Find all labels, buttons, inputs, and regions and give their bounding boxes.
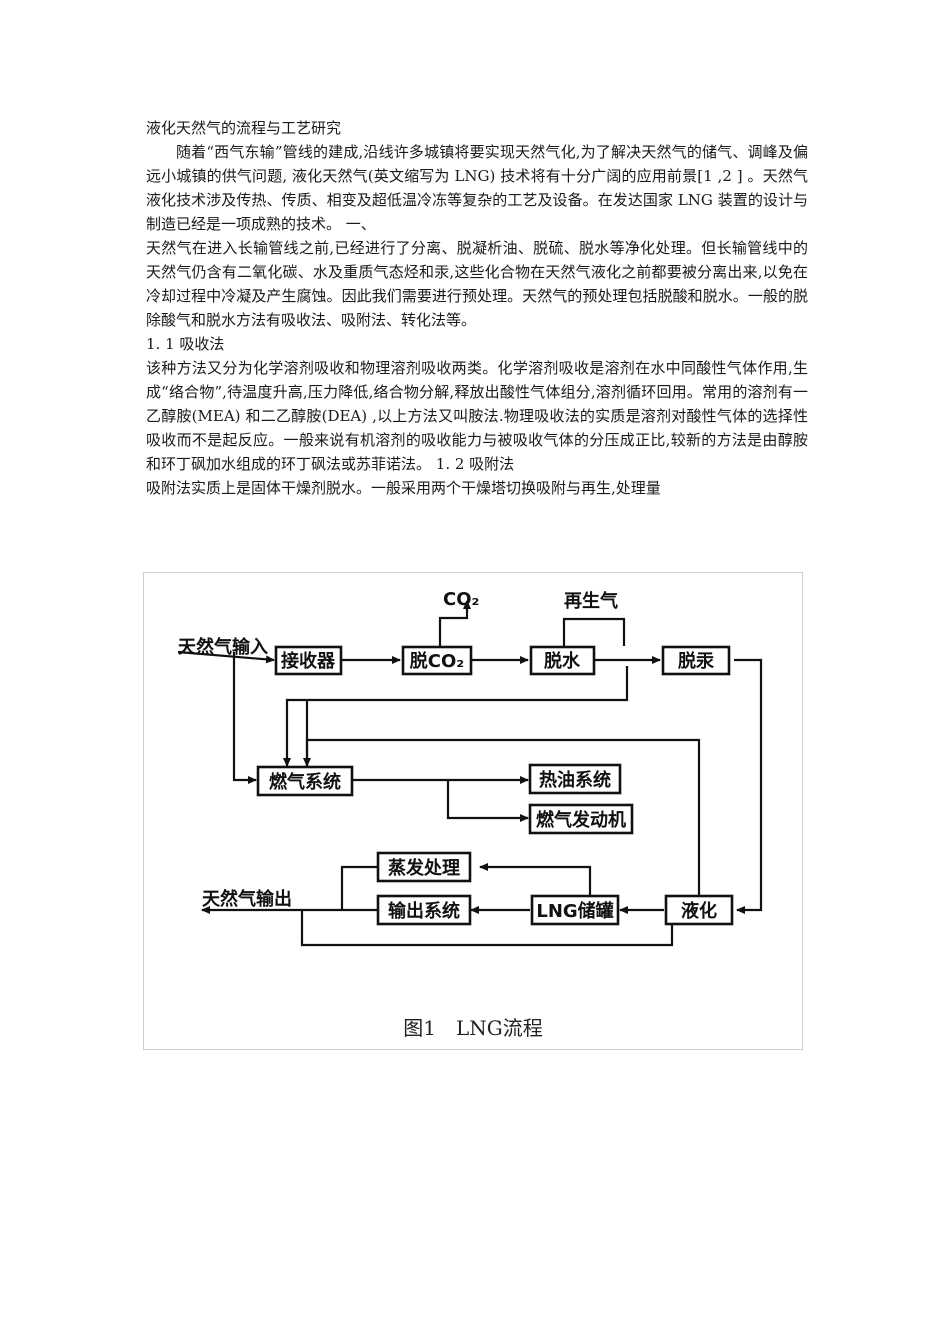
svg-text:接收器: 接收器 bbox=[281, 650, 336, 672]
label-gas-input: 天然气输入 bbox=[178, 636, 268, 658]
process-lng-storage: LNG储罐 bbox=[530, 894, 620, 926]
svg-text:液化: 液化 bbox=[681, 900, 717, 922]
paragraph-adsorption: 吸附法实质上是固体干燥剂脱水。一般采用两个干燥塔切换吸附与再生,处理量 bbox=[146, 479, 661, 497]
document-title: 液化天然气的流程与工艺研究 bbox=[146, 119, 342, 137]
flow-fuel-to-engine bbox=[446, 780, 529, 822]
flow-boiloff-return bbox=[340, 865, 377, 909]
flow-liquefaction-to-fuel bbox=[303, 738, 701, 825]
flow-co2-vent bbox=[438, 600, 471, 646]
paragraph-absorption: 该种方法又分为化学溶剂吸收和物理溶剂吸收两类。化学溶剂吸收是溶剂在水中同酸性气体… bbox=[146, 359, 808, 473]
svg-text:蒸发处理: 蒸发处理 bbox=[388, 857, 460, 879]
process-fuel-system: 燃气系统 bbox=[256, 765, 354, 797]
flow-dehydrate-to-fuel bbox=[283, 666, 629, 767]
flow-export-loop bbox=[300, 825, 701, 947]
svg-text:LNG储罐: LNG储罐 bbox=[536, 900, 613, 922]
process-boiloff: 蒸发处理 bbox=[376, 851, 472, 883]
svg-text:脱汞: 脱汞 bbox=[678, 650, 715, 672]
process-gas-engine: 燃气发动机 bbox=[528, 803, 634, 835]
process-export-system: 输出系统 bbox=[376, 894, 472, 926]
lng-flow-diagram: 接收器 脱CO₂ 脱水 脱汞 燃气系统 热油系统 燃气发动机 蒸发处理 bbox=[177, 589, 763, 1040]
label-regen-gas: 再生气 bbox=[564, 590, 618, 612]
document-body: 液化天然气的流程与工艺研究 随着“西气东输”管线的建成,沿线许多城镇将要实现天然… bbox=[146, 116, 808, 500]
svg-text:燃气发动机: 燃气发动机 bbox=[536, 809, 626, 831]
flow-demercury-to-liquefaction bbox=[734, 658, 763, 914]
svg-text:输出系统: 输出系统 bbox=[388, 900, 460, 922]
process-dehydrate: 脱水 bbox=[529, 645, 596, 676]
process-de-mercury: 脱汞 bbox=[661, 645, 731, 676]
svg-text:脱水: 脱水 bbox=[544, 650, 581, 672]
paragraph-intro: 随着“西气东输”管线的建成,沿线许多城镇将要实现天然气化,为了解决天然气的储气、… bbox=[146, 143, 808, 233]
svg-text:脱CO₂: 脱CO₂ bbox=[410, 650, 464, 672]
process-liquefaction: 液化 bbox=[664, 894, 734, 926]
label-gas-output: 天然气输出 bbox=[202, 888, 292, 910]
section-heading-absorption: 1. 1 吸收法 bbox=[146, 335, 225, 353]
label-co2: CO₂ bbox=[443, 589, 479, 610]
flow-regen-loop bbox=[562, 617, 626, 646]
svg-text:热油系统: 热油系统 bbox=[539, 769, 611, 791]
process-hot-oil-system: 热油系统 bbox=[528, 763, 622, 795]
process-de-co2: 脱CO₂ bbox=[401, 645, 473, 676]
process-receiver: 接收器 bbox=[274, 645, 343, 676]
flow-input-to-fuel bbox=[232, 652, 257, 784]
paragraph-pretreatment: 天然气在进入长输管线之前,已经进行了分离、脱凝析油、脱硫、脱水等净化处理。但长输… bbox=[146, 239, 808, 329]
flow-input-to-receiver bbox=[177, 650, 275, 664]
lng-flow-figure: 接收器 脱CO₂ 脱水 脱汞 燃气系统 热油系统 燃气发动机 蒸发处理 bbox=[143, 572, 803, 1050]
svg-text:燃气系统: 燃气系统 bbox=[269, 771, 341, 793]
figure-caption: 图1 LNG流程 bbox=[403, 1016, 542, 1040]
